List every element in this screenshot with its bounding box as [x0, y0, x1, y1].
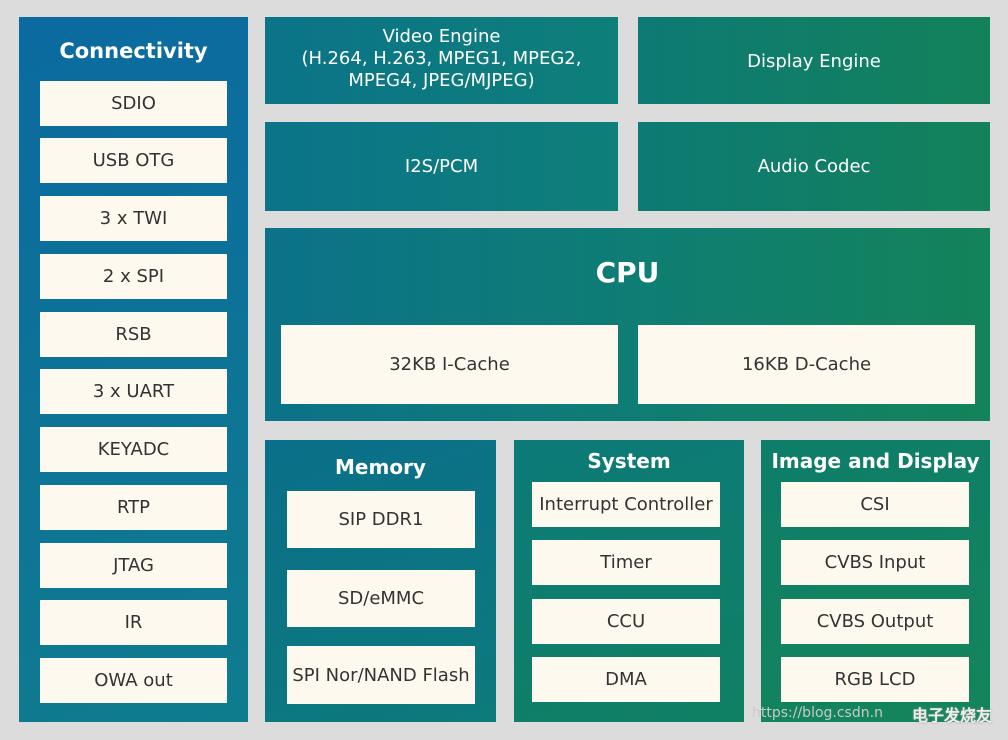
connectivity-item-spi: 2 x SPI [40, 254, 227, 299]
image-display-item-cvbs-input: CVBS Input [781, 540, 969, 585]
memory-panel: Memory SIP DDR1 SD/eMMC SPI Nor/NAND Fla… [265, 440, 496, 722]
connectivity-item-owa-out: OWA out [40, 658, 227, 703]
watermark-url: https://blog.csdn.n [752, 705, 883, 721]
watermark-logo: 电子发烧友 [912, 706, 993, 725]
connectivity-item-uart: 3 x UART [40, 369, 227, 414]
cpu-block: CPU 32KB I-Cache 16KB D-Cache [265, 228, 990, 421]
display-engine-block: Display Engine [638, 17, 990, 104]
system-item-timer: Timer [532, 540, 720, 585]
cpu-icache: 32KB I-Cache [281, 325, 618, 404]
image-display-item-csi: CSI [781, 482, 969, 527]
audio-codec-block: Audio Codec [638, 122, 990, 211]
connectivity-item-ir: IR [40, 600, 227, 645]
i2s-pcm-label: I2S/PCM [404, 156, 479, 177]
connectivity-item-jtag: JTAG [40, 543, 227, 588]
image-display-panel: Image and Display CSI CVBS Input CVBS Ou… [761, 440, 990, 722]
video-engine-block: Video Engine (H.264, H.263, MPEG1, MPEG2… [265, 17, 618, 104]
image-display-item-cvbs-output: CVBS Output [781, 599, 969, 644]
audio-codec-label: Audio Codec [757, 156, 871, 177]
image-display-item-rgb-lcd: RGB LCD [781, 657, 969, 702]
connectivity-item-rtp: RTP [40, 485, 227, 530]
i2s-pcm-block: I2S/PCM [265, 122, 618, 211]
system-item-dma: DMA [532, 657, 720, 702]
image-display-title: Image and Display [771, 449, 980, 473]
connectivity-item-sdio: SDIO [40, 81, 227, 126]
connectivity-item-rsb: RSB [40, 312, 227, 357]
system-item-ccu: CCU [532, 599, 720, 644]
connectivity-item-keyadc: KEYADC [40, 427, 227, 472]
cpu-dcache: 16KB D-Cache [638, 325, 975, 404]
connectivity-item-usb-otg: USB OTG [40, 138, 227, 183]
memory-item-spi-flash: SPI Nor/NAND Flash [287, 646, 475, 704]
memory-item-sip-ddr1: SIP DDR1 [287, 491, 475, 548]
video-engine-codecs-line2: MPEG4, JPEG/MJPEG) [348, 70, 535, 91]
memory-title: Memory [335, 455, 426, 479]
connectivity-panel: Connectivity SDIO USB OTG 3 x TWI 2 x SP… [19, 17, 248, 722]
system-panel: System Interrupt Controller Timer CCU DM… [514, 440, 744, 722]
video-engine-title: Video Engine [382, 26, 501, 47]
system-item-interrupt-controller: Interrupt Controller [532, 482, 720, 527]
connectivity-title: Connectivity [59, 39, 208, 63]
cpu-title: CPU [595, 256, 660, 289]
display-engine-label: Display Engine [747, 51, 881, 72]
connectivity-item-twi: 3 x TWI [40, 196, 227, 241]
video-engine-codecs-line1: (H.264, H.263, MPEG1, MPEG2, [301, 48, 582, 69]
system-title: System [587, 449, 671, 473]
memory-item-sd-emmc: SD/eMMC [287, 570, 475, 627]
